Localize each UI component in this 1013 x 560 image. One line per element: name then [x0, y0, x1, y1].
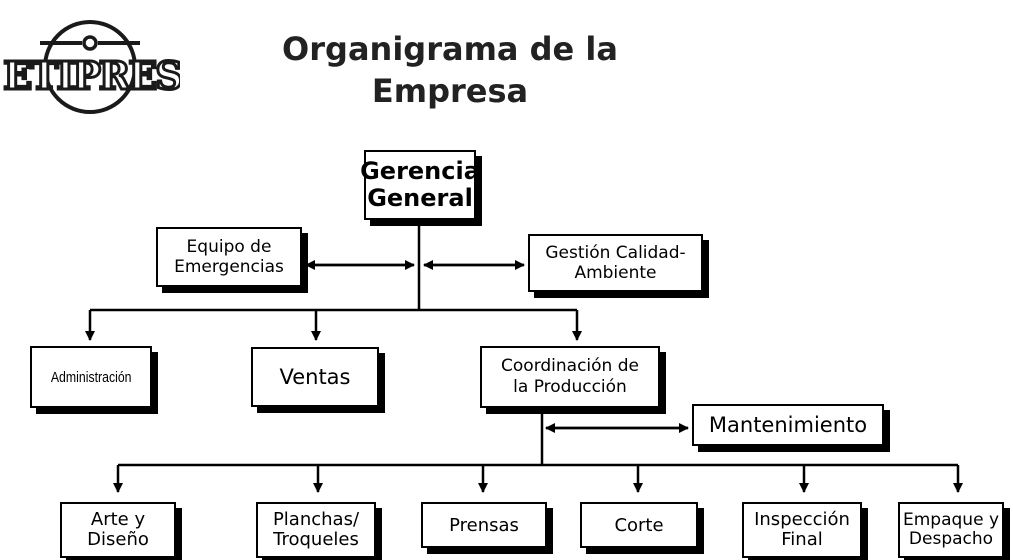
box-administracion: Administración [30, 346, 152, 408]
box-prensas-label: Prensas [449, 514, 519, 536]
box-mantenimiento: Mantenimiento [692, 404, 884, 446]
box-prensas: Prensas [421, 502, 547, 548]
box-corte-label: Corte [614, 514, 664, 536]
box-mantenimiento-label: Mantenimiento [708, 413, 868, 437]
box-inspeccion-final: Inspección Final [742, 502, 862, 558]
box-gestion-calidad: Gestión Calidad- Ambiente [528, 234, 703, 292]
page-title: Organigrama de la Empresa [282, 30, 618, 110]
etipres-logo: ETIPRES [2, 20, 180, 114]
box-gestion-calidad-label: Gestión Calidad- Ambiente [545, 243, 686, 283]
box-empaque-despacho-label: Empaque y Despacho [903, 510, 999, 549]
box-gerencia-general: Gerencia General [360, 150, 480, 220]
box-administracion-label: Administración [50, 368, 132, 386]
box-planchas-troqueles-label: Planchas/ Troqueles [272, 509, 360, 550]
box-equipo-emergencias: Equipo de Emergencias [156, 227, 302, 287]
svg-text:ETIPRES: ETIPRES [3, 53, 180, 98]
box-empaque-despacho: Empaque y Despacho [898, 502, 1004, 558]
box-planchas-troqueles: Planchas/ Troqueles [256, 502, 376, 558]
box-coordinacion-produccion-label: Coordinación de la Producción [501, 356, 639, 397]
box-inspeccion-final-label: Inspección Final [754, 509, 850, 550]
box-arte-diseno: Arte y Diseño [60, 502, 176, 558]
box-arte-diseno-label: Arte y Diseño [87, 509, 149, 550]
box-ventas-label: Ventas [279, 365, 351, 389]
box-equipo-emergencias-label: Equipo de Emergencias [174, 237, 284, 277]
box-coordinacion-produccion: Coordinación de la Producción [480, 346, 660, 408]
box-corte: Corte [580, 502, 698, 548]
box-gerencia-general-label: Gerencia General [360, 157, 480, 212]
box-ventas: Ventas [251, 347, 379, 407]
